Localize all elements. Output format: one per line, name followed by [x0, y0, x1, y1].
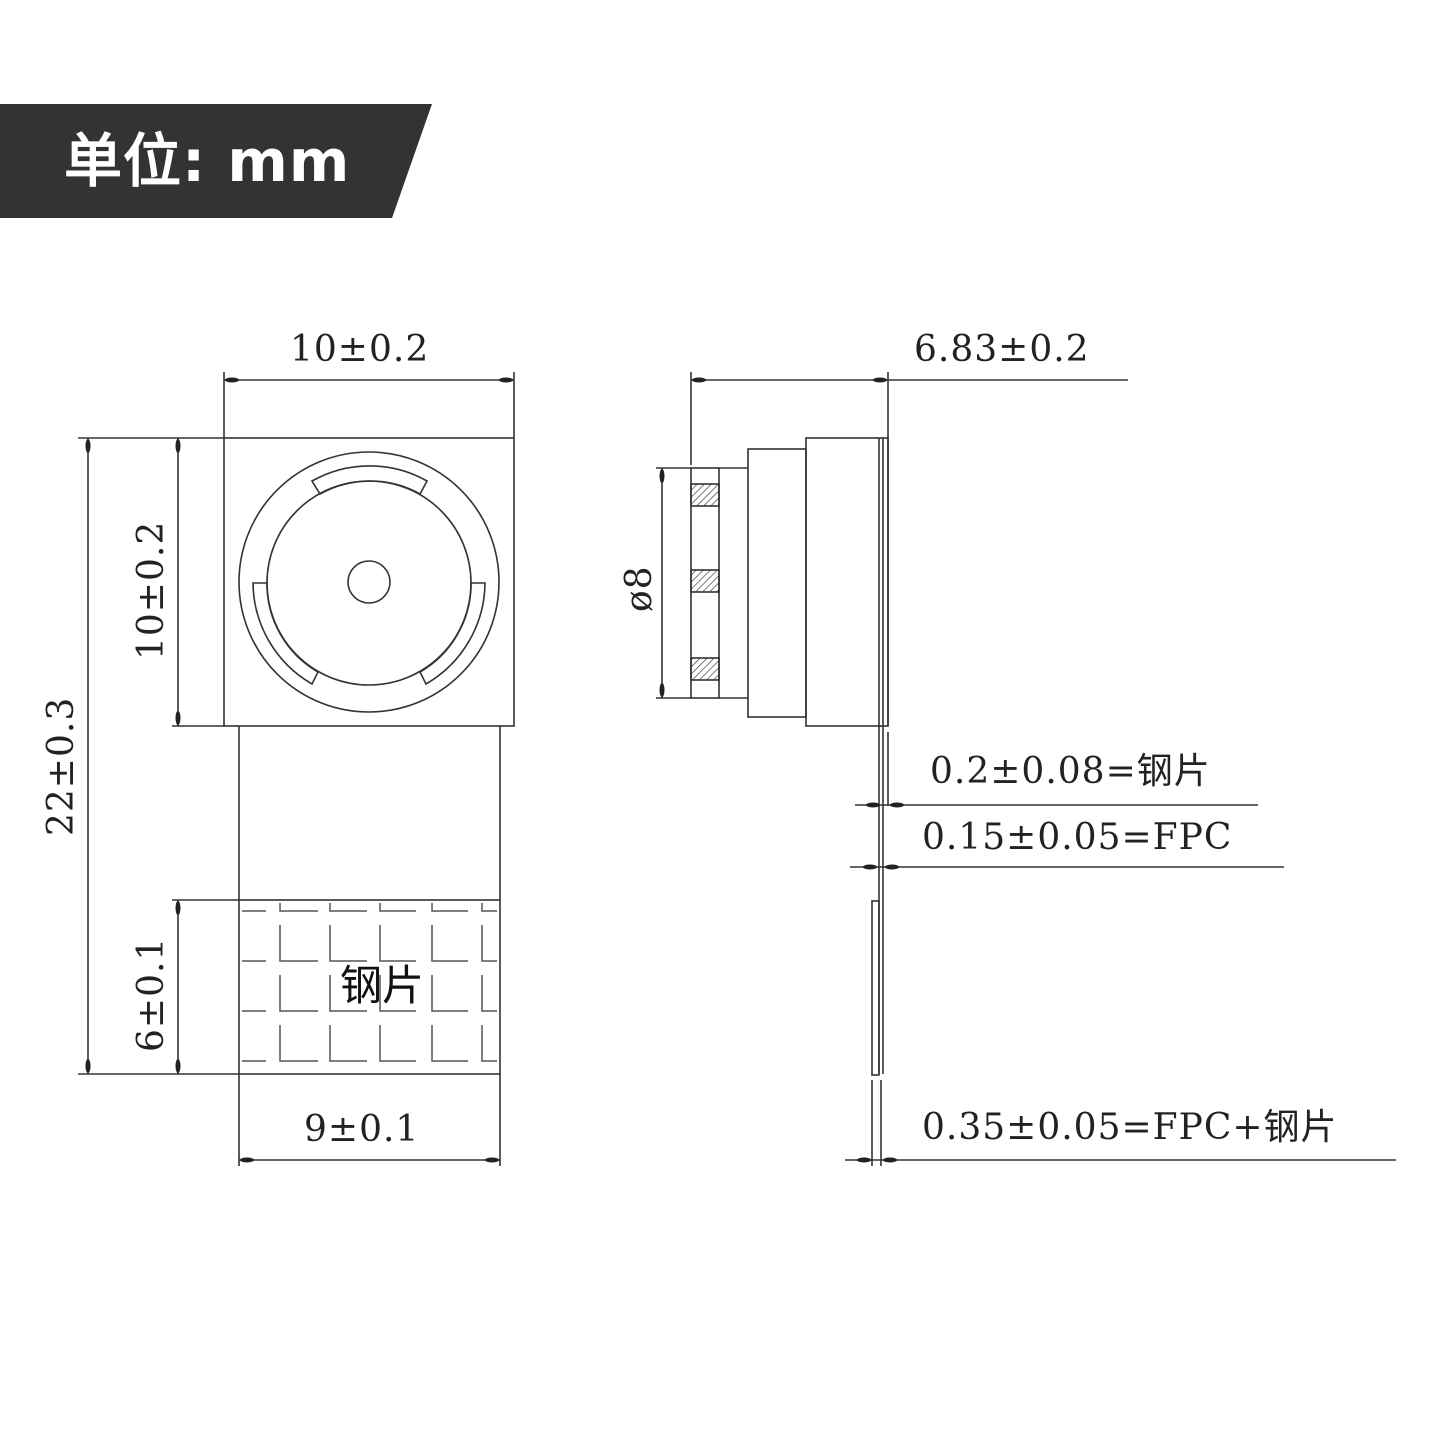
steel-grid	[242, 903, 497, 1062]
head-width-dim: 10±0.2	[290, 329, 430, 370]
diameter-dim: ø8	[619, 565, 660, 612]
total-thickness-dim: 0.35±0.05=FPC+钢片	[922, 1107, 1338, 1148]
head-height-dim: 10±0.2	[131, 520, 172, 660]
total-height-dim: 22±0.3	[41, 696, 82, 836]
steel-height-dim: 6±0.1	[131, 936, 172, 1052]
unit-banner	[0, 104, 432, 218]
steel-thickness-dim: 0.2±0.08=钢片	[930, 751, 1211, 792]
fpc-thickness-dim: 0.15±0.05=FPC	[922, 817, 1233, 858]
depth-dim: 6.83±0.2	[914, 329, 1090, 370]
banner-shape	[0, 104, 432, 218]
side-view	[656, 372, 1396, 1166]
unit-label: 单位: mm	[64, 127, 351, 195]
steel-plate-label: 钢片	[340, 961, 425, 1010]
steel-width-dim: 9±0.1	[304, 1109, 420, 1150]
front-view	[78, 372, 515, 1166]
